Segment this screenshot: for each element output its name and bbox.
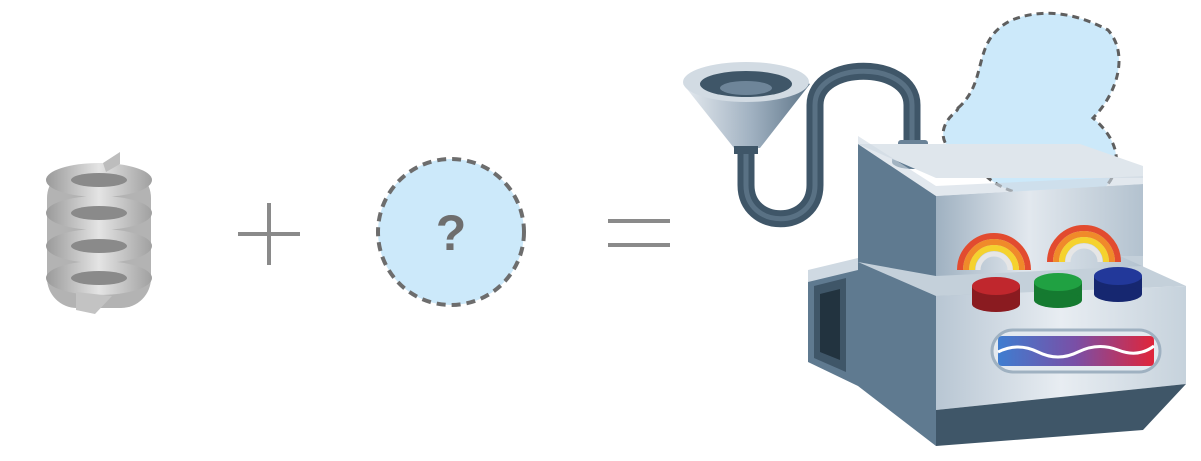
equals-icon bbox=[608, 219, 670, 247]
machine-icon bbox=[683, 11, 1186, 446]
knob-green bbox=[1034, 273, 1082, 308]
question-mark: ? bbox=[436, 205, 467, 261]
rainbow-gauge-left bbox=[957, 233, 1031, 271]
question-bubble-icon: ? bbox=[376, 157, 526, 307]
knob-blue bbox=[1094, 267, 1142, 302]
funnel bbox=[683, 62, 810, 154]
rainbow-gauge-right bbox=[1047, 225, 1121, 263]
plus-icon bbox=[238, 203, 300, 265]
knob-red bbox=[972, 277, 1020, 312]
spring-coil-icon bbox=[46, 152, 152, 314]
wave-display bbox=[990, 328, 1162, 374]
